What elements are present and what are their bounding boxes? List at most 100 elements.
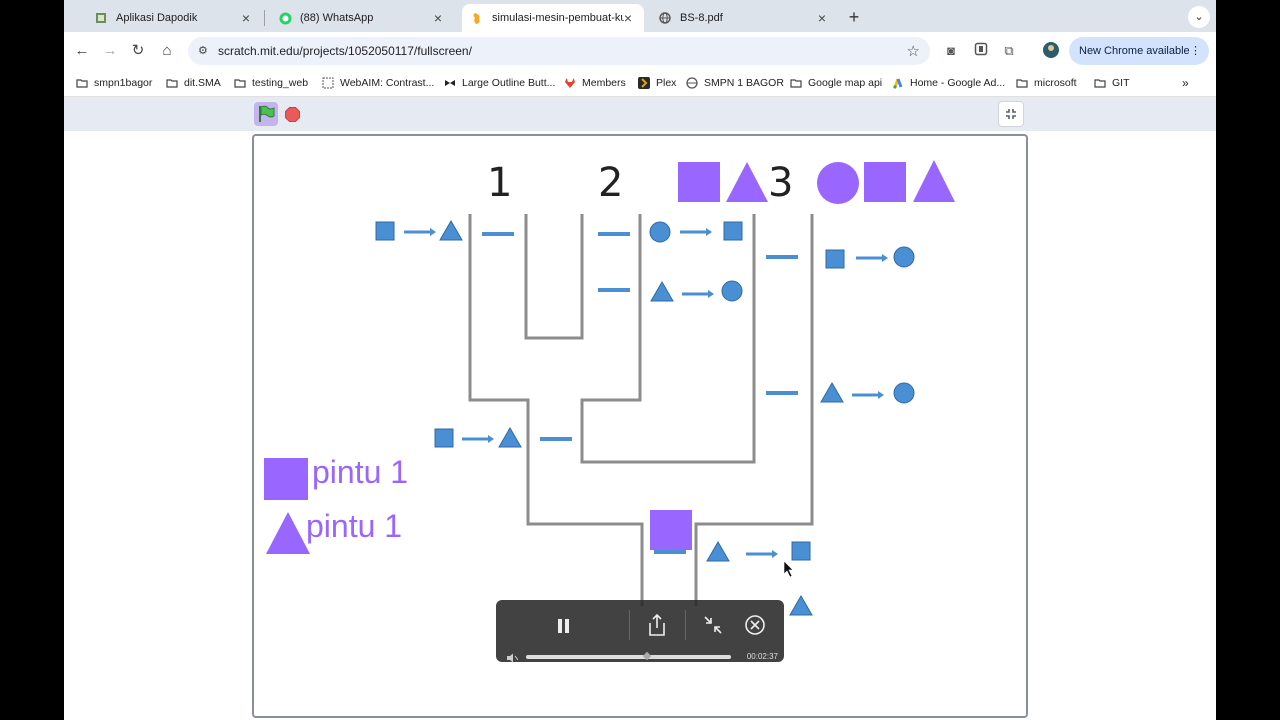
bookmark-large-outline[interactable]: Large Outline Butt...: [444, 76, 555, 90]
browser-toolbar: ← → ↻ ⌂ ⚙ scratch.mit.edu/projects/10520…: [64, 32, 1216, 70]
purple-circle-sprite[interactable]: [817, 162, 859, 204]
bookmark-webaim[interactable]: WebAIM: Contrast...: [322, 76, 434, 90]
close-player-button[interactable]: [744, 614, 766, 636]
address-bar[interactable]: ⚙ scratch.mit.edu/projects/1052050117/fu…: [188, 37, 930, 65]
rule-square-to-triangle: [375, 220, 514, 241]
tab-whatsapp[interactable]: (88) WhatsApp ×: [256, 4, 454, 32]
bookmark-label: Home - Google Ad...: [910, 77, 1006, 89]
bookmark-testing-web[interactable]: testing_web: [234, 76, 308, 90]
new-tab-button[interactable]: +: [848, 7, 860, 27]
tab-aplikasi-dapodik[interactable]: Aplikasi Dapodik ×: [72, 4, 262, 32]
close-circle-icon: [745, 615, 765, 635]
legend-square-sprite[interactable]: [264, 458, 308, 500]
stop-button[interactable]: [285, 107, 300, 122]
playback-time: 00:02:37: [746, 652, 778, 661]
divider: [685, 610, 686, 640]
forward-arrow-icon[interactable]: →: [102, 42, 118, 59]
camera-icon[interactable]: ◙: [947, 43, 955, 58]
blue-triangle-shape: [789, 595, 813, 616]
stop-octagon-icon: [285, 107, 300, 122]
bookmark-star-icon[interactable]: ☆: [906, 43, 920, 60]
tab-label: Aplikasi Dapodik: [116, 12, 198, 24]
scratch-control-bar: [64, 97, 1216, 131]
door-number-1: 1: [487, 160, 512, 206]
globe-icon: [658, 11, 672, 25]
mute-button[interactable]: [506, 650, 519, 663]
bowtie-icon: [444, 77, 456, 89]
bookmark-label: smpn1bagor: [94, 77, 153, 89]
purple-square-sprite[interactable]: [650, 510, 692, 550]
pause-button[interactable]: [554, 616, 574, 636]
close-tab-icon[interactable]: ×: [241, 10, 251, 26]
bookmark-members[interactable]: Members: [564, 76, 626, 90]
kebab-menu-icon[interactable]: ⋮: [1190, 45, 1201, 57]
home-icon[interactable]: ⌂: [162, 42, 172, 59]
bookmark-label: testing_web: [252, 77, 309, 89]
legend-label-square: pintu 1: [312, 454, 409, 490]
bookmark-label: dit.SMA: [184, 77, 221, 89]
close-tab-icon[interactable]: ×: [433, 10, 443, 26]
plex-icon: [638, 77, 650, 89]
exit-fullscreen-button[interactable]: [998, 101, 1024, 127]
bookmark-label: SMPN 1 BAGOR: [704, 77, 784, 89]
bookmark-dit-sma[interactable]: dit.SMA: [166, 76, 221, 90]
browser-window: Aplikasi Dapodik × (88) WhatsApp × simul…: [64, 0, 1216, 720]
legend-triangle-sprite[interactable]: [266, 512, 310, 554]
purple-square-sprite[interactable]: [678, 162, 720, 202]
tab-search-chevron-icon[interactable]: ⌄: [1188, 6, 1210, 28]
share-icon: [649, 613, 665, 636]
stage-canvas: 1 2 3: [264, 160, 955, 616]
globe-icon: [686, 77, 698, 89]
scratch-favicon-icon: [470, 11, 484, 25]
bookmark-label: Large Outline Butt...: [462, 77, 556, 89]
reload-icon[interactable]: ↻: [131, 42, 145, 59]
video-control-overlay: 00:02:37: [496, 600, 784, 663]
purple-triangle-sprite[interactable]: [726, 162, 768, 202]
bookmark-smpn1bagor[interactable]: smpn1bagor: [76, 76, 152, 90]
puzzle-extensions-icon[interactable]: ⧉: [1004, 43, 1014, 58]
share-button[interactable]: [646, 612, 668, 638]
extension-shield-icon[interactable]: [972, 42, 990, 60]
new-chrome-available-button[interactable]: New Chrome available ⋮: [1069, 37, 1209, 65]
whatsapp-icon: [278, 11, 292, 25]
back-arrow-icon[interactable]: ←: [74, 42, 90, 59]
pipe-walls: [468, 214, 814, 606]
folder-icon: [1094, 77, 1106, 89]
bookmark-google-map-api[interactable]: Google map api: [790, 76, 882, 90]
green-flag-icon: [259, 105, 275, 122]
tab-divider: [264, 10, 265, 26]
bookmark-smpn-1-bagor[interactable]: SMPN 1 BAGOR: [686, 76, 784, 90]
playback-progress-bar[interactable]: [526, 655, 731, 659]
scratch-stage[interactable]: 1 2 3: [252, 134, 1028, 718]
google-ads-icon: [892, 77, 904, 89]
tab-label: BS-8.pdf: [680, 12, 723, 24]
green-flag-button[interactable]: [254, 102, 278, 126]
tab-bs8-pdf[interactable]: BS-8.pdf ×: [652, 4, 838, 32]
minimize-player-button[interactable]: [702, 614, 724, 636]
rule-triangle-to-circle: [650, 280, 743, 302]
door-number-3: 3: [768, 160, 793, 206]
bookmark-label: microsoft: [1034, 77, 1077, 89]
tab-strip: Aplikasi Dapodik × (88) WhatsApp × simul…: [64, 0, 1216, 32]
door-number-2: 2: [598, 160, 623, 206]
purple-triangle-sprite[interactable]: [913, 160, 955, 202]
bookmark-git[interactable]: GIT: [1094, 76, 1130, 90]
folder-icon: [234, 77, 246, 89]
tab-label: (88) WhatsApp: [300, 12, 374, 24]
rule-circle-to-square: [649, 221, 743, 243]
site-info-icon[interactable]: ⚙: [198, 45, 208, 57]
folder-icon: [1016, 77, 1028, 89]
bookmark-label: Google map api: [808, 77, 883, 89]
purple-square-sprite[interactable]: [864, 162, 906, 202]
bookmark-label: GIT: [1112, 77, 1130, 89]
more-bookmarks-chevron-icon[interactable]: »: [1182, 76, 1189, 90]
bookmark-plex[interactable]: Plex: [638, 76, 676, 90]
pause-icon: [558, 619, 569, 633]
tab-scratch-project[interactable]: simulasi-mesin-pembuat-kue ×: [462, 4, 644, 32]
bookmark-google-ads[interactable]: Home - Google Ad...: [892, 76, 1005, 90]
close-tab-icon[interactable]: ×: [817, 10, 827, 26]
bookmark-label: Members: [582, 77, 626, 89]
bookmark-microsoft[interactable]: microsoft: [1016, 76, 1077, 90]
profile-avatar-icon[interactable]: [1042, 42, 1060, 60]
close-tab-icon[interactable]: ×: [623, 10, 633, 26]
